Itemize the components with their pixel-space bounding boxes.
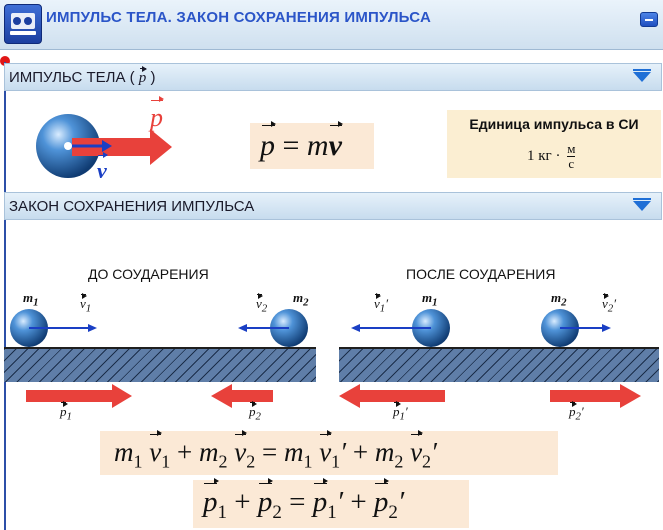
marker-dot [0,56,10,66]
v1-after-label: v1′ [374,292,389,315]
momentum-formula: p = mv [260,120,344,163]
momentum-sum-equation: p1 + p2 = p1′ + p2′ [203,478,405,523]
app-logo-icon [10,13,36,35]
after-caption: ПОСЛЕ СОУДАРЕНИЯ [406,266,556,282]
si-unit-formula: 1 кг · м с [527,141,576,171]
p1-after-label: p1′ [393,400,408,423]
p2-after-label: p2′ [569,400,584,423]
v2-before-arrowhead-icon [238,324,247,332]
chevron-down-icon[interactable] [633,69,651,82]
si-unit-fraction: м с [567,141,576,171]
formula-m: m [306,129,329,162]
velocity-arrowhead-icon [102,140,112,152]
left-border-line [4,62,6,530]
v1-before-arrowhead-icon [88,324,97,332]
m2-before-label: m2 [293,290,309,309]
window-title: ИМПУЛЬС ТЕЛА. ЗАКОН СОХРАНЕНИЯ ИМПУЛЬСА [46,9,431,26]
p2-after-arrow-icon [550,384,641,408]
section-conservation-title: ЗАКОН СОХРАНЕНИЯ ИМПУЛЬСА [9,198,255,215]
p2-before-label: p2 [249,400,261,423]
p1-after-arrow-icon [339,384,445,408]
momentum-figure [36,114,172,178]
si-unit-numerator: м [567,141,576,157]
m1-before-label: m1 [23,290,39,309]
title-bar: ИМПУЛЬС ТЕЛА. ЗАКОН СОХРАНЕНИЯ ИМПУЛЬСА [0,0,663,50]
conservation-equation: m1 v1 + m2 v2 = m1 v1′ + m2 v2′ [114,429,437,472]
momentum-label: p [150,95,164,132]
p2-before-arrow-icon [211,384,273,408]
section-conservation[interactable]: ЗАКОН СОХРАНЕНИЯ ИМПУЛЬСА [4,192,662,220]
ball-center [64,142,72,150]
formula-v: v [328,120,344,162]
si-unit-box: Единица импульса в СИ 1 кг · м с [447,110,661,178]
chevron-down-icon[interactable] [633,198,651,211]
ground-before [4,347,316,382]
section-momentum-symbol: p [138,65,147,86]
m1-after-label: m1 [422,290,438,309]
velocity-label: v [97,152,108,183]
formula-eq: = [275,129,307,162]
momentum-sum-equation-box: p1 + p2 = p1′ + p2′ [193,478,469,528]
before-caption: ДО СОУДАРЕНИЯ [88,266,209,282]
v2-before-label: v2 [256,292,268,315]
v2-after-arrowhead-icon [602,324,611,332]
minimize-icon[interactable] [640,12,658,27]
momentum-arrow-icon [72,129,172,165]
momentum-formula-box: p = mv [250,120,374,169]
v1-before-label: v1 [80,292,92,315]
section-momentum-title-text: ИМПУЛЬС ТЕЛА ( [9,69,139,86]
si-unit-prefix: 1 кг · [527,147,561,164]
v2-after-label: v2′ [602,292,617,315]
p1-before-arrow-icon [26,384,132,408]
collision-balls [10,309,611,347]
formula-p: p [260,120,276,162]
si-unit-denominator: с [568,156,575,171]
section-momentum-title: ИМПУЛЬС ТЕЛА ( p ) [9,65,156,87]
momentum-arrows [26,384,641,408]
section-momentum[interactable]: ИМПУЛЬС ТЕЛА ( p ) [4,63,662,91]
ground-after [339,347,659,382]
conservation-equation-box: m1 v1 + m2 v2 = m1 v1′ + m2 v2′ [100,429,558,475]
v1-after-arrowhead-icon [351,324,360,332]
app-icon[interactable] [4,4,42,44]
section-momentum-title-end: ) [146,69,156,86]
si-unit-title: Единица импульса в СИ [469,116,639,132]
p1-before-label: p1 [60,400,72,423]
m2-after-label: m2 [551,290,567,309]
